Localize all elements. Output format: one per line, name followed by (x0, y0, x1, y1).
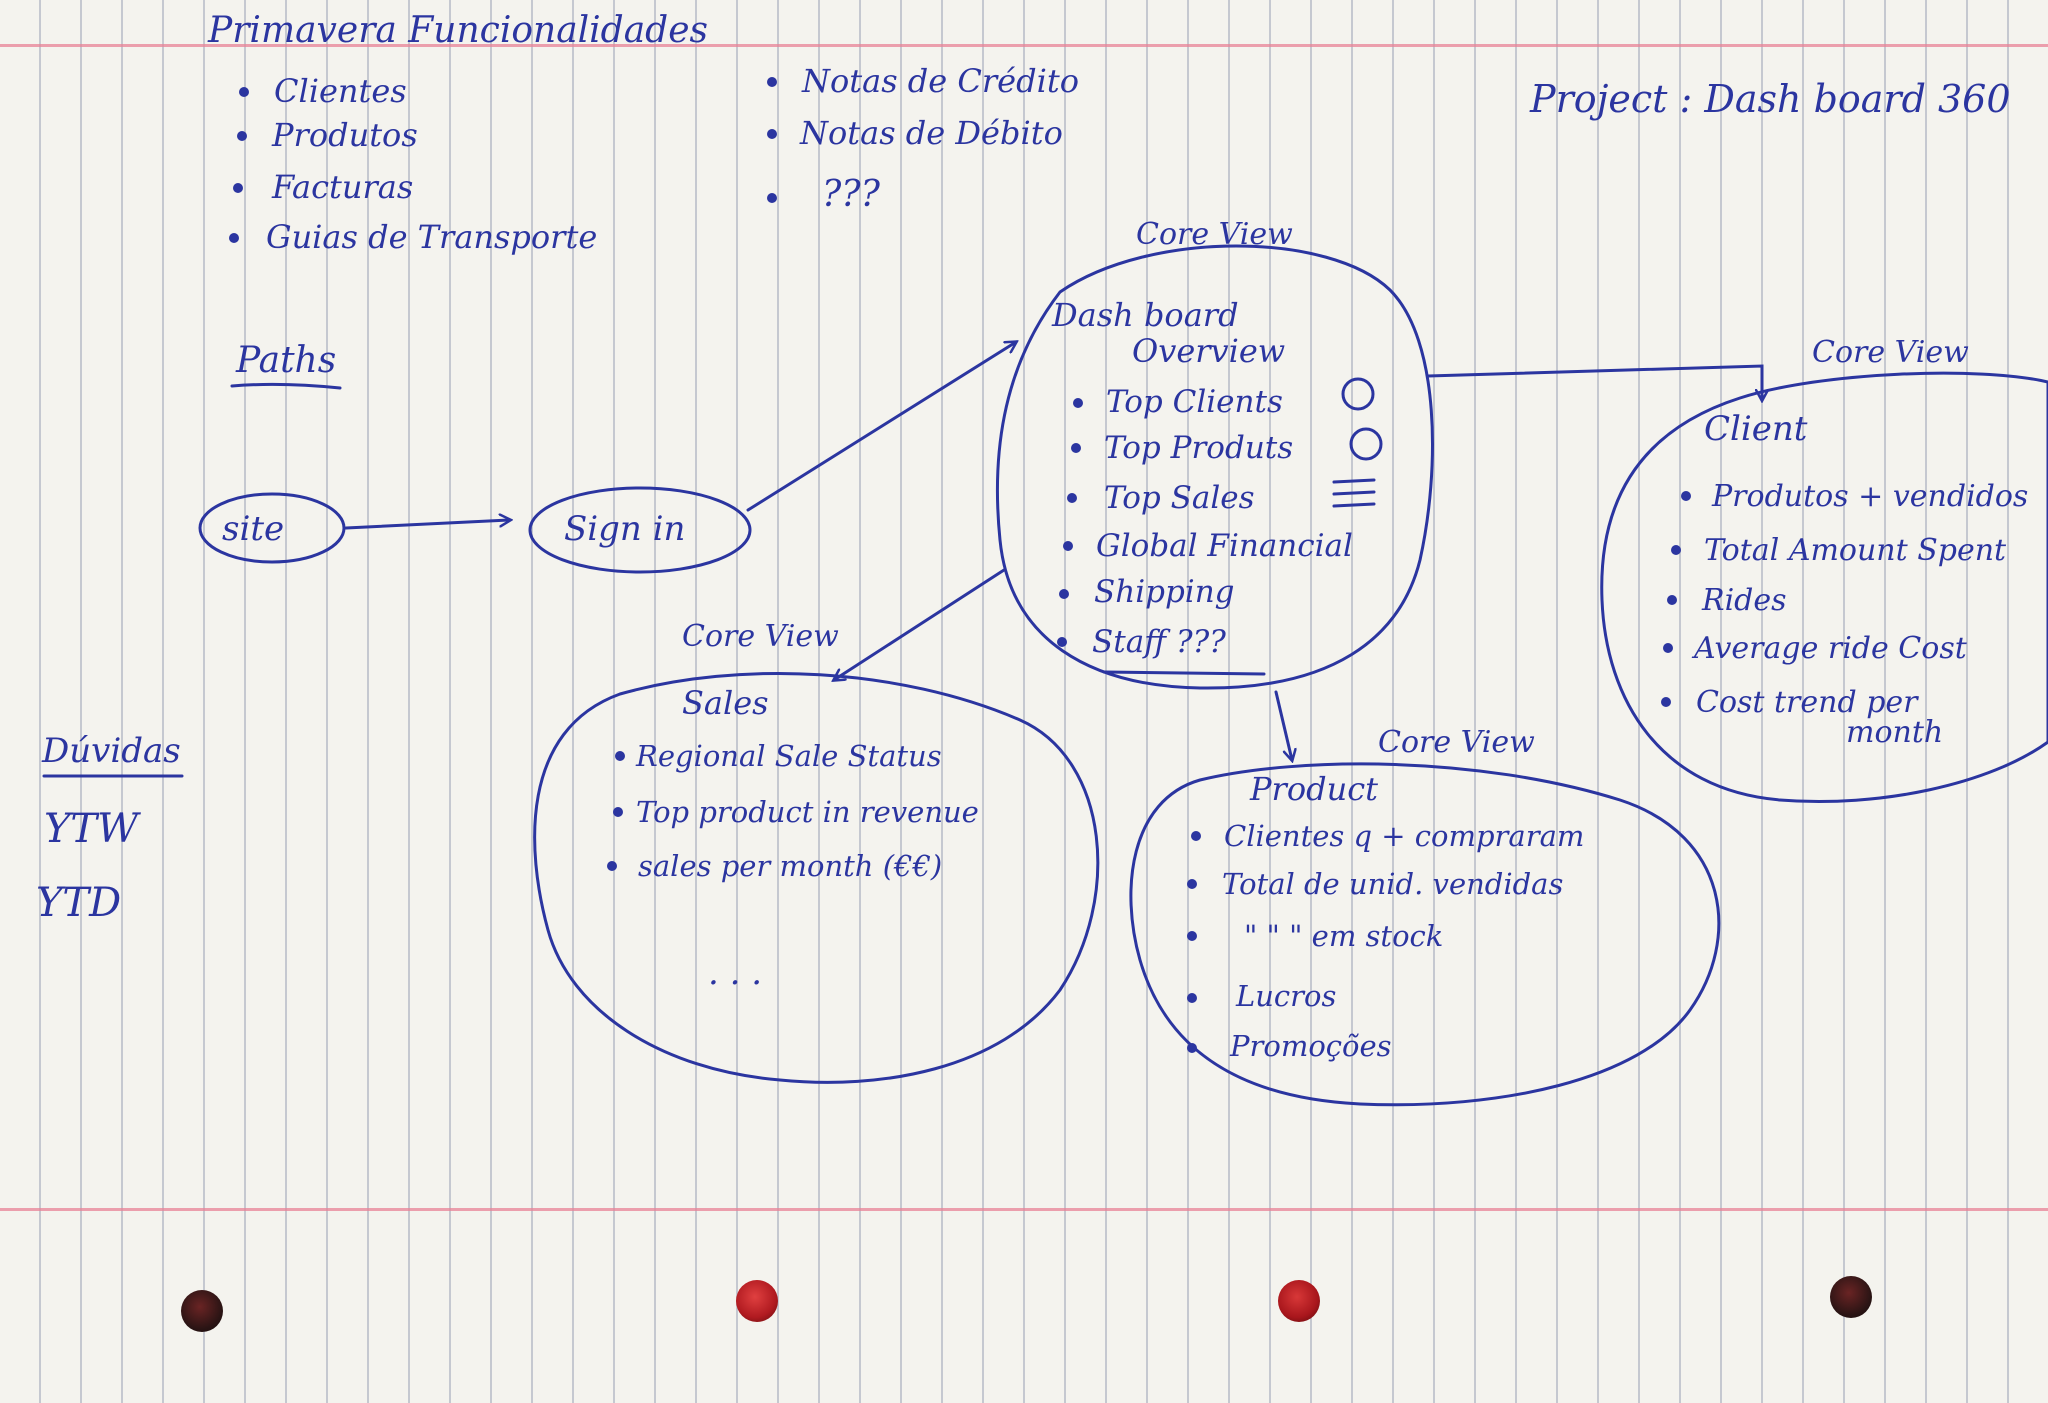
dashboard-title-line1: Dash board (1051, 296, 1239, 334)
client-core-label: Core View (1812, 335, 1969, 370)
func-item-unknown: ??? (822, 174, 881, 215)
dashboard-title-line2: Overview (1132, 332, 1285, 370)
pie-chart-icon (1341, 377, 1375, 411)
functionalities-right-list: Notas de Crédito Notas de Débito ??? (767, 62, 1079, 215)
product-core-label: Core View (1378, 725, 1535, 760)
product-item-promocoes: Promoções (1229, 1029, 1392, 1063)
binder-hole (181, 1290, 223, 1332)
sales-title: Sales (682, 684, 769, 722)
paths-label: Paths (235, 340, 336, 381)
dashboard-item-top-clients: Top Clients (1106, 384, 1283, 420)
dashboard-item-top-sales: Top Sales (1104, 480, 1255, 516)
dashboard-item-shipping: Shipping (1094, 574, 1235, 610)
client-items-list: Produtos + vendidos Total Amount Spent R… (1661, 479, 2028, 750)
func-item-produtos: Produtos (271, 116, 418, 154)
client-item-cost-trend-continuation: month (1846, 715, 1943, 750)
func-item-notas-debito: Notas de Débito (799, 114, 1063, 152)
duvidas-title: Dúvidas (41, 731, 181, 771)
list-icon (1332, 478, 1376, 508)
client-view-outline (1600, 371, 2048, 804)
product-item-total-unid-vendidas: Total de unid. vendidas (1222, 867, 1563, 901)
arrow-site-to-signin (344, 520, 510, 530)
arrow-dashboard-to-sales (834, 568, 1006, 680)
client-title: Client (1704, 409, 1808, 449)
product-item-clientes-compraram: Clientes q + compraram (1224, 819, 1584, 853)
duvidas-item-ytd: YTD (36, 880, 121, 926)
binder-hole (1278, 1280, 1320, 1322)
product-title: Product (1249, 770, 1378, 808)
sales-item-sales-per-month: sales per month (€€) (638, 849, 942, 883)
project-title: Project : Dash board 360 (1529, 77, 2011, 121)
dashboard-view-outline (995, 244, 1434, 690)
signin-node-label: Sign in (564, 509, 685, 549)
binder-hole (736, 1280, 778, 1322)
dashboard-item-staff: Staff ??? (1092, 624, 1226, 660)
sales-item-regional-status: Regional Sale Status (635, 739, 942, 773)
client-item-produtos-vendidos: Produtos + vendidos (1711, 479, 2028, 514)
header-title: Primavera Funcionalidades (207, 10, 708, 51)
sales-core-label: Core View (682, 619, 839, 654)
arrow-dashboard-to-client (1426, 364, 1762, 400)
functionalities-left-list: Clientes Produtos Facturas Guias de Tran… (229, 72, 597, 256)
binder-hole (1830, 1276, 1872, 1318)
dashboard-item-global-financial: Global Financial (1096, 528, 1353, 564)
client-item-total-amount: Total Amount Spent (1704, 533, 2007, 568)
func-item-guias: Guias de Transporte (266, 218, 597, 256)
paths-underline (230, 382, 342, 390)
client-item-rides: Rides (1701, 583, 1787, 618)
dashboard-item-top-produts: Top Produts (1104, 430, 1293, 466)
product-item-em-stock: " " " em stock (1244, 919, 1443, 953)
sales-ellipsis: . . . (708, 953, 762, 993)
dashboard-items-list: Top Clients Top Produts Top Sales Global… (1057, 377, 1383, 676)
arrow-signin-to-dashboard (746, 342, 1016, 512)
pie-chart-icon (1349, 427, 1383, 461)
func-item-clientes: Clientes (274, 72, 407, 110)
client-item-average-ride-cost: Average ride Cost (1691, 631, 1968, 666)
client-item-cost-trend: Cost trend per (1696, 685, 1919, 720)
sales-view-outline (533, 672, 1100, 1084)
product-view-outline (1129, 762, 1721, 1107)
func-item-notas-credito: Notas de Crédito (801, 62, 1079, 100)
site-node-outline (198, 492, 346, 564)
site-node-label: site (222, 509, 284, 549)
arrow-dashboard-to-product (1274, 690, 1292, 760)
product-items-list: Clientes q + compraram Total de unid. ve… (1187, 819, 1584, 1063)
signin-node-outline (528, 486, 752, 574)
product-item-lucros: Lucros (1235, 979, 1336, 1013)
func-item-facturas: Facturas (271, 168, 413, 206)
staff-underline (1102, 670, 1266, 676)
sales-item-top-product-revenue: Top product in revenue (636, 795, 979, 829)
sales-items-list: Regional Sale Status Top product in reve… (607, 739, 979, 993)
duvidas-item-ytw: YTW (44, 806, 141, 852)
